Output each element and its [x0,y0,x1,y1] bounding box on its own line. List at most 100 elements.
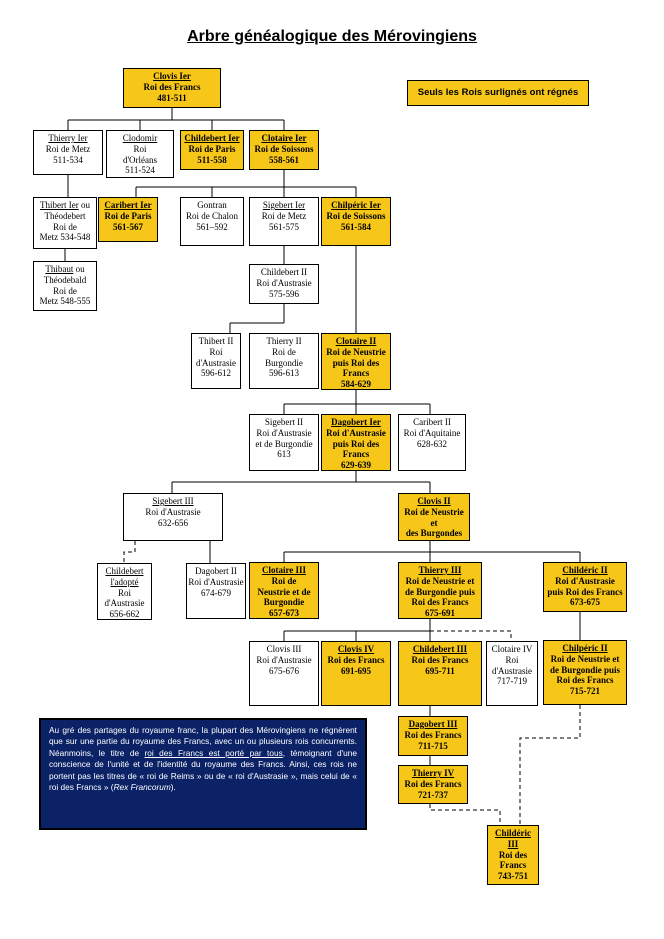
node-line: Roi des Francs [411,654,469,665]
node-thierry2: Thierry II Roi de Burgondie 596-613 [249,333,319,389]
node-childebert3: Childebert III Roi des Francs 695-711 [398,641,482,706]
node-line: 511-524 [125,165,155,176]
node-name: Caribert Ier [104,200,152,210]
node-thierry3: Thierry III Roi de Neustrie et de Burgon… [398,562,482,619]
node-line: 674-679 [201,587,231,598]
node-line: 628-632 [417,438,447,449]
node-name: Dagobert III [408,719,458,729]
node-line: Roi de Neustrie et [405,575,475,586]
node-thibert1: Thibert Ier ou Théodebert Roi de Metz 53… [33,197,97,249]
node-line: 743-751 [498,871,528,882]
node-line: Roi [133,143,147,154]
node-line: 613 [277,449,291,460]
node-line: 511-534 [53,154,83,165]
node-dagobert1: Dagobert Ier Roi d'Austrasie puis Roi de… [321,414,391,471]
node-line: Roi de Neustrie et [550,653,620,664]
node-line: Roi de Neustrie [326,346,386,357]
node-name: Childebert II [260,267,308,277]
node-line: Francs [342,449,370,460]
node-clovis2: Clovis II Roi de Neustrie et des Burgond… [398,493,470,541]
node-name: Thierry Ier [48,133,88,143]
node-line: Roi d'Austrasie [555,575,615,586]
node-line: Roi de Metz [261,210,307,221]
node-line: 596-613 [269,368,299,379]
node-line: de Burgondie puis [404,586,476,597]
node-line: Roi d'Austrasie [188,576,244,587]
node-line: Roi d'Aquitaine [403,427,461,438]
node-line: Metz 548-555 [39,296,91,307]
node-line: Roi de Soissons [326,210,386,221]
node-line: 675-691 [425,608,455,619]
node-line: 511-558 [197,154,227,165]
node-line: 717-719 [497,676,527,687]
node-line: d'Austrasie [104,598,145,609]
node-line: 715-721 [570,686,600,697]
node-line: et de Burgondie [255,438,313,449]
node-childeric3: Childéric III Roi des Francs 743-751 [487,825,539,885]
node-name: Clovis Ier [153,71,191,81]
node-name: Sigebert III [152,496,194,506]
node-dagobert2: Dagobert II Roi d'Austrasie 674-679 [186,563,246,619]
node-line: Roi des Francs [404,778,462,789]
node-name: Dagobert II [195,566,237,576]
node-name: Childebert [105,566,144,576]
node-line: Roi des Francs [556,675,614,686]
node-line: Roi de Soissons [254,143,314,154]
node-line: Roi des Francs [404,729,462,740]
node-clotaire1: Clotaire Ier Roi de Soissons 558-561 [249,130,319,170]
node-name: Sigebert Ier [262,200,306,210]
node-line: 656-662 [109,609,140,620]
node-thierry1: Thierry Ier Roi de Metz 511-534 [33,130,103,175]
node-line: d'Austrasie [491,665,533,676]
legend-box: Seuls les Rois surlignés ont régnés [407,80,589,106]
node-line: 673-675 [570,597,600,608]
node-line: 596-612 [201,368,231,379]
node-clodomir: Clodomir Roi d'Orléans 511-524 [106,130,174,178]
node-line: Roi des [498,849,528,860]
node-line: 575-596 [269,288,299,299]
node-clotaire2: Clotaire II Roi de Neustrie puis Roi des… [321,333,391,390]
node-name: Caribert II [413,417,451,427]
node-line: 632-656 [158,517,188,528]
node-dagobert3: Dagobert III Roi des Francs 711-715 [398,716,468,756]
node-name: Dagobert Ier [331,417,381,427]
node-sigebert3: Sigebert III Roi d'Austrasie 632-656 [123,493,223,541]
node-line: Roi de Paris [104,210,152,221]
node-name: Childéric [495,828,531,838]
node-line: Roi d'Austrasie [256,427,312,438]
node-name: Thibaut [45,264,74,274]
node-line: 711-715 [418,740,448,751]
node-line: de Burgondie puis [549,664,621,675]
node-name: Sigebert II [264,417,304,427]
page-title: Arbre généalogique des Mérovingiens [187,28,477,45]
node-sigebert2: Sigebert II Roi d'Austrasie et de Burgon… [249,414,319,471]
node-name-suffix: ou [73,264,85,274]
node-line: Roi de [53,285,77,296]
node-line: 481-511 [157,92,187,103]
node-name: Clodomir [122,133,158,143]
node-line: Roi des Francs [143,81,201,92]
node-name-row: Thibert Ier ou [35,200,95,211]
node-name-suffix: ou [78,200,90,210]
node-line: 691-695 [341,665,371,676]
node-line: Roi de [272,346,296,357]
node-thibert2: Thibert II Roi d'Austrasie 596-612 [191,333,241,389]
node-name: Clovis III [266,644,302,654]
node-line: 721-737 [418,789,448,800]
node-line: Metz 534-548 [39,232,91,243]
node-name: Clotaire II [335,336,377,346]
node-childebert-adopte: Childebert l'adopté Roi d'Austrasie 656-… [97,563,152,620]
node-line: Francs [342,368,370,379]
node-name: Gontran [197,200,227,210]
node-line: Roi de [53,221,77,232]
note-text-1: Au gré des partages du royaume franc, la… [49,725,357,758]
node-name: Clovis II [417,496,451,506]
node-thibaut: Thibaut ou Théodebald Roi de Metz 548-55… [33,261,97,311]
node-line: Francs [499,860,527,871]
node-chilperic2: Chilpéric II Roi de Neustrie et de Burgo… [543,640,627,705]
node-line: 629-639 [341,460,371,471]
node-line: 584-629 [341,379,371,390]
node-line: Roi des Francs [411,597,469,608]
node-name-row: Thibaut ou [35,264,95,275]
